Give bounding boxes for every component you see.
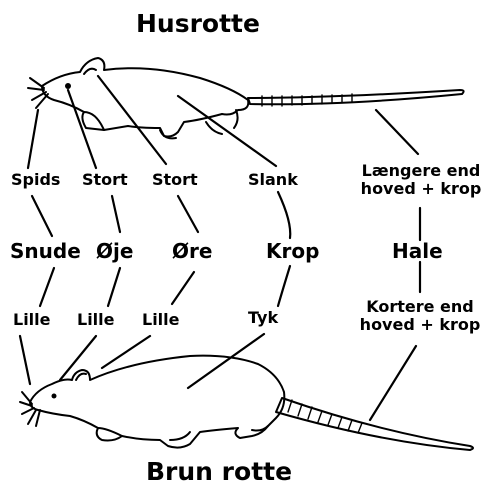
line-stort-to-ore: [178, 196, 198, 232]
husrotte-hale-line1: Længere end: [350, 162, 492, 180]
title-brun-rotte: Brun rotte: [146, 458, 292, 487]
line-snout-to-spids: [28, 110, 38, 168]
feature-oje: Øje: [96, 240, 133, 263]
line-oje-to-lille: [108, 268, 120, 306]
brun-rotte-trait-ore: Lille: [142, 311, 180, 329]
feature-snude: Snude: [10, 240, 81, 263]
brun-rotte-tail: [276, 398, 473, 450]
husrotte-trait-ore: Stort: [152, 171, 198, 189]
feature-hale: Hale: [392, 240, 443, 263]
husrotte-trait-krop: Slank: [248, 171, 298, 189]
brun-rotte-hale-line2: hoved + krop: [346, 316, 494, 334]
brun-rotte-trait-krop: Tyk: [248, 309, 278, 327]
line-lille-to-eye: [60, 336, 96, 380]
husrotte-trait-hale: Længere end hoved + krop: [350, 162, 492, 199]
husrotte-trait-snude: Spids: [11, 171, 60, 189]
husrotte-trait-oje: Stort: [82, 171, 128, 189]
brun-rotte-eye: [52, 394, 57, 399]
line-tyk-to-body: [188, 334, 264, 388]
line-slank-to-krop: [278, 192, 290, 238]
husrotte-tail: [248, 90, 464, 106]
husrotte-hale-line2: hoved + krop: [350, 180, 492, 198]
brun-rotte-trait-hale: Kortere end hoved + krop: [346, 298, 494, 335]
line-tail-to-laengere: [376, 110, 418, 154]
line-stort-to-oje: [112, 196, 120, 232]
line-spids-to-snude: [32, 196, 52, 236]
line-body-to-slank: [178, 96, 276, 166]
title-husrotte: Husrotte: [136, 10, 260, 39]
feature-ore: Øre: [172, 240, 212, 263]
brun-rotte-hale-line1: Kortere end: [346, 298, 494, 316]
brun-rotte-trait-snude: Lille: [13, 311, 51, 329]
brun-rotte-illustration: [20, 356, 284, 448]
line-kortere-to-tail: [370, 346, 416, 420]
line-krop-to-tyk: [278, 266, 290, 306]
line-ore-to-lille: [172, 272, 194, 304]
husrotte-eye: [65, 83, 71, 89]
line-lille-to-snout: [20, 336, 30, 384]
line-snude-to-lille: [40, 268, 54, 306]
feature-krop: Krop: [266, 240, 319, 263]
brun-rotte-trait-oje: Lille: [77, 311, 115, 329]
line-ear-to-stort: [98, 76, 166, 164]
